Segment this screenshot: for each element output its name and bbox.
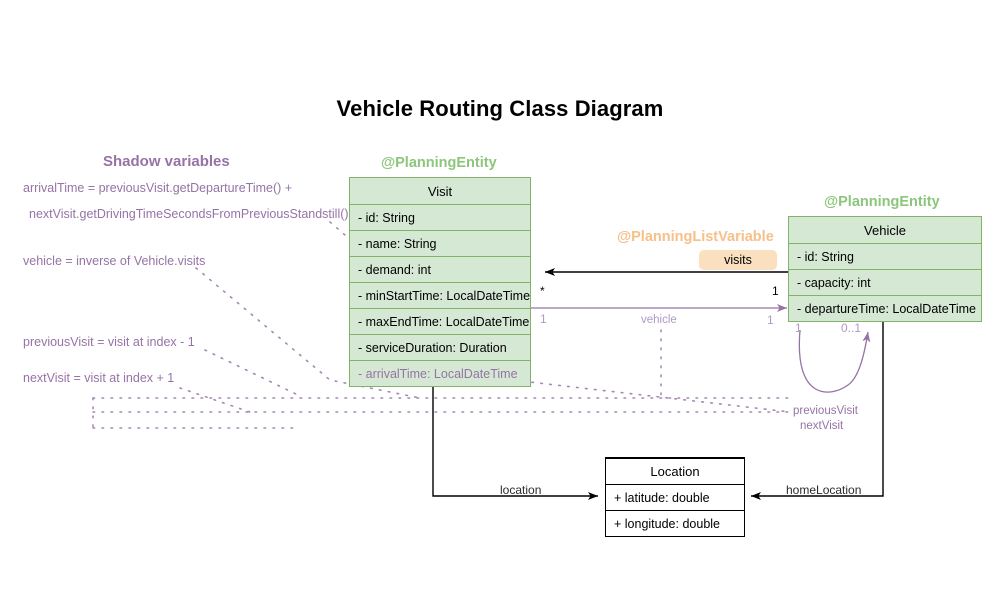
edge-location-label: location bbox=[500, 483, 542, 497]
shadow-variables-heading: Shadow variables bbox=[103, 153, 230, 170]
visits-edge-chip: visits bbox=[699, 250, 777, 270]
edge-home-location-label: homeLocation bbox=[786, 483, 862, 497]
location-attribute-latitude: + latitude: double bbox=[606, 484, 744, 510]
location-class-name: Location bbox=[606, 458, 744, 484]
note-arrival-time-line2: nextVisit.getDrivingTimeSecondsFromPrevi… bbox=[29, 207, 349, 221]
edge-next-visit-label: nextVisit bbox=[800, 420, 844, 432]
vehicle-class-name: Vehicle bbox=[864, 222, 906, 238]
edge-location bbox=[432, 382, 598, 500]
edge-visits-target-multiplicity: * bbox=[540, 284, 545, 298]
edge-previous-visit-label: previousVisit bbox=[793, 405, 858, 417]
edge-vehicle-target-multiplicity: 1 bbox=[767, 313, 774, 327]
vehicle-attribute-departure-time: - departureTime: LocalDateTime bbox=[789, 295, 981, 321]
planning-list-variable-stereotype: @PlanningListVariable bbox=[617, 229, 774, 245]
vehicle-attribute-id: - id: String bbox=[789, 243, 981, 269]
vehicle-stereotype: @PlanningEntity bbox=[824, 194, 940, 210]
note-vehicle-inverse: vehicle = inverse of Vehicle.visits bbox=[23, 254, 206, 268]
visit-stereotype: @PlanningEntity bbox=[381, 155, 497, 171]
edge-visits-source-multiplicity: 1 bbox=[772, 284, 779, 298]
location-attribute-longitude: + longitude: double bbox=[606, 510, 744, 536]
visit-attribute-max-end-time: - maxEndTime: LocalDateTime bbox=[350, 308, 530, 334]
class-box-location[interactable]: Location + latitude: double + longitude:… bbox=[605, 457, 745, 537]
edge-vehicle-label: vehicle bbox=[641, 314, 677, 326]
visit-attribute-service-duration: - serviceDuration: Duration bbox=[350, 334, 530, 360]
note-next-visit: nextVisit = visit at index + 1 bbox=[23, 371, 175, 385]
class-box-visit[interactable]: Visit - id: String - name: String - dema… bbox=[349, 177, 531, 387]
page-title: Vehicle Routing Class Diagram bbox=[336, 96, 664, 121]
visit-attribute-demand: - demand: int bbox=[350, 256, 530, 282]
visit-attribute-name: - name: String bbox=[350, 230, 530, 256]
edge-vehicle-self-target-multiplicity: 0..1 bbox=[841, 321, 862, 335]
visit-class-name: Visit bbox=[427, 183, 453, 199]
visit-attribute-id: - id: String bbox=[350, 204, 530, 230]
edge-vehicle-self-source-multiplicity: 1 bbox=[795, 321, 802, 335]
edge-vehicle-self-loop bbox=[798, 329, 871, 393]
class-box-vehicle[interactable]: Vehicle - id: String - capacity: int - d… bbox=[788, 216, 982, 322]
vehicle-attribute-capacity: - capacity: int bbox=[789, 269, 981, 295]
note-arrival-time-line1: arrivalTime = previousVisit.getDeparture… bbox=[23, 181, 293, 195]
visit-attribute-arrival-time: - arrivalTime: LocalDateTime bbox=[350, 360, 530, 386]
note-previous-visit: previousVisit = visit at index - 1 bbox=[23, 335, 195, 349]
edge-vehicle-source-multiplicity: 1 bbox=[540, 312, 547, 326]
visit-attribute-min-start-time: - minStartTime: LocalDateTime bbox=[350, 282, 530, 308]
